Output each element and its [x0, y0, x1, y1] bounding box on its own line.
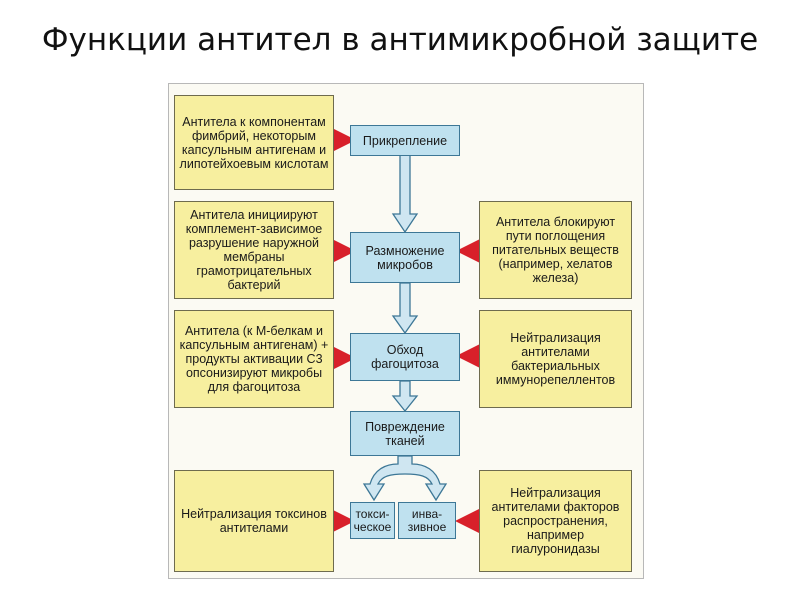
- box-attachment: Прикрепление: [350, 125, 460, 156]
- box-toxic: токси-ческое: [350, 502, 395, 539]
- box-toxin-neutralization: Нейтрализация токсинов антителами: [174, 470, 334, 572]
- box-complement-antibodies: Антитела инициируют комплемент-зависимое…: [174, 201, 334, 299]
- flow-arrow-1: [391, 154, 419, 234]
- box-tissue-damage: Повреждение тканей: [350, 411, 460, 456]
- box-fimbriae-antibodies: Антитела к компонентам фимбрий, некоторы…: [174, 95, 334, 190]
- box-immunorepellent-neutralization: Нейтрализация антителами бактериальных и…: [479, 310, 632, 408]
- flow-arrow-3: [391, 380, 419, 413]
- box-multiplication: Размножение микробов: [350, 232, 460, 283]
- box-invasive: инва-зивное: [398, 502, 456, 539]
- page-title: Функции антител в антимикробной защите: [41, 22, 759, 58]
- box-opsonization: Антитела (к М-белкам и капсульным антиге…: [174, 310, 334, 408]
- box-phagocytosis-evasion: Обход фагоцитоза: [350, 333, 460, 381]
- box-spreading-factors-neutralization: Нейтрализация антителами факторов распро…: [479, 470, 632, 572]
- flow-arrow-split: [362, 455, 448, 502]
- box-nutrient-block: Антитела блокируют пути поглощения питат…: [479, 201, 632, 299]
- flow-arrow-2: [391, 282, 419, 335]
